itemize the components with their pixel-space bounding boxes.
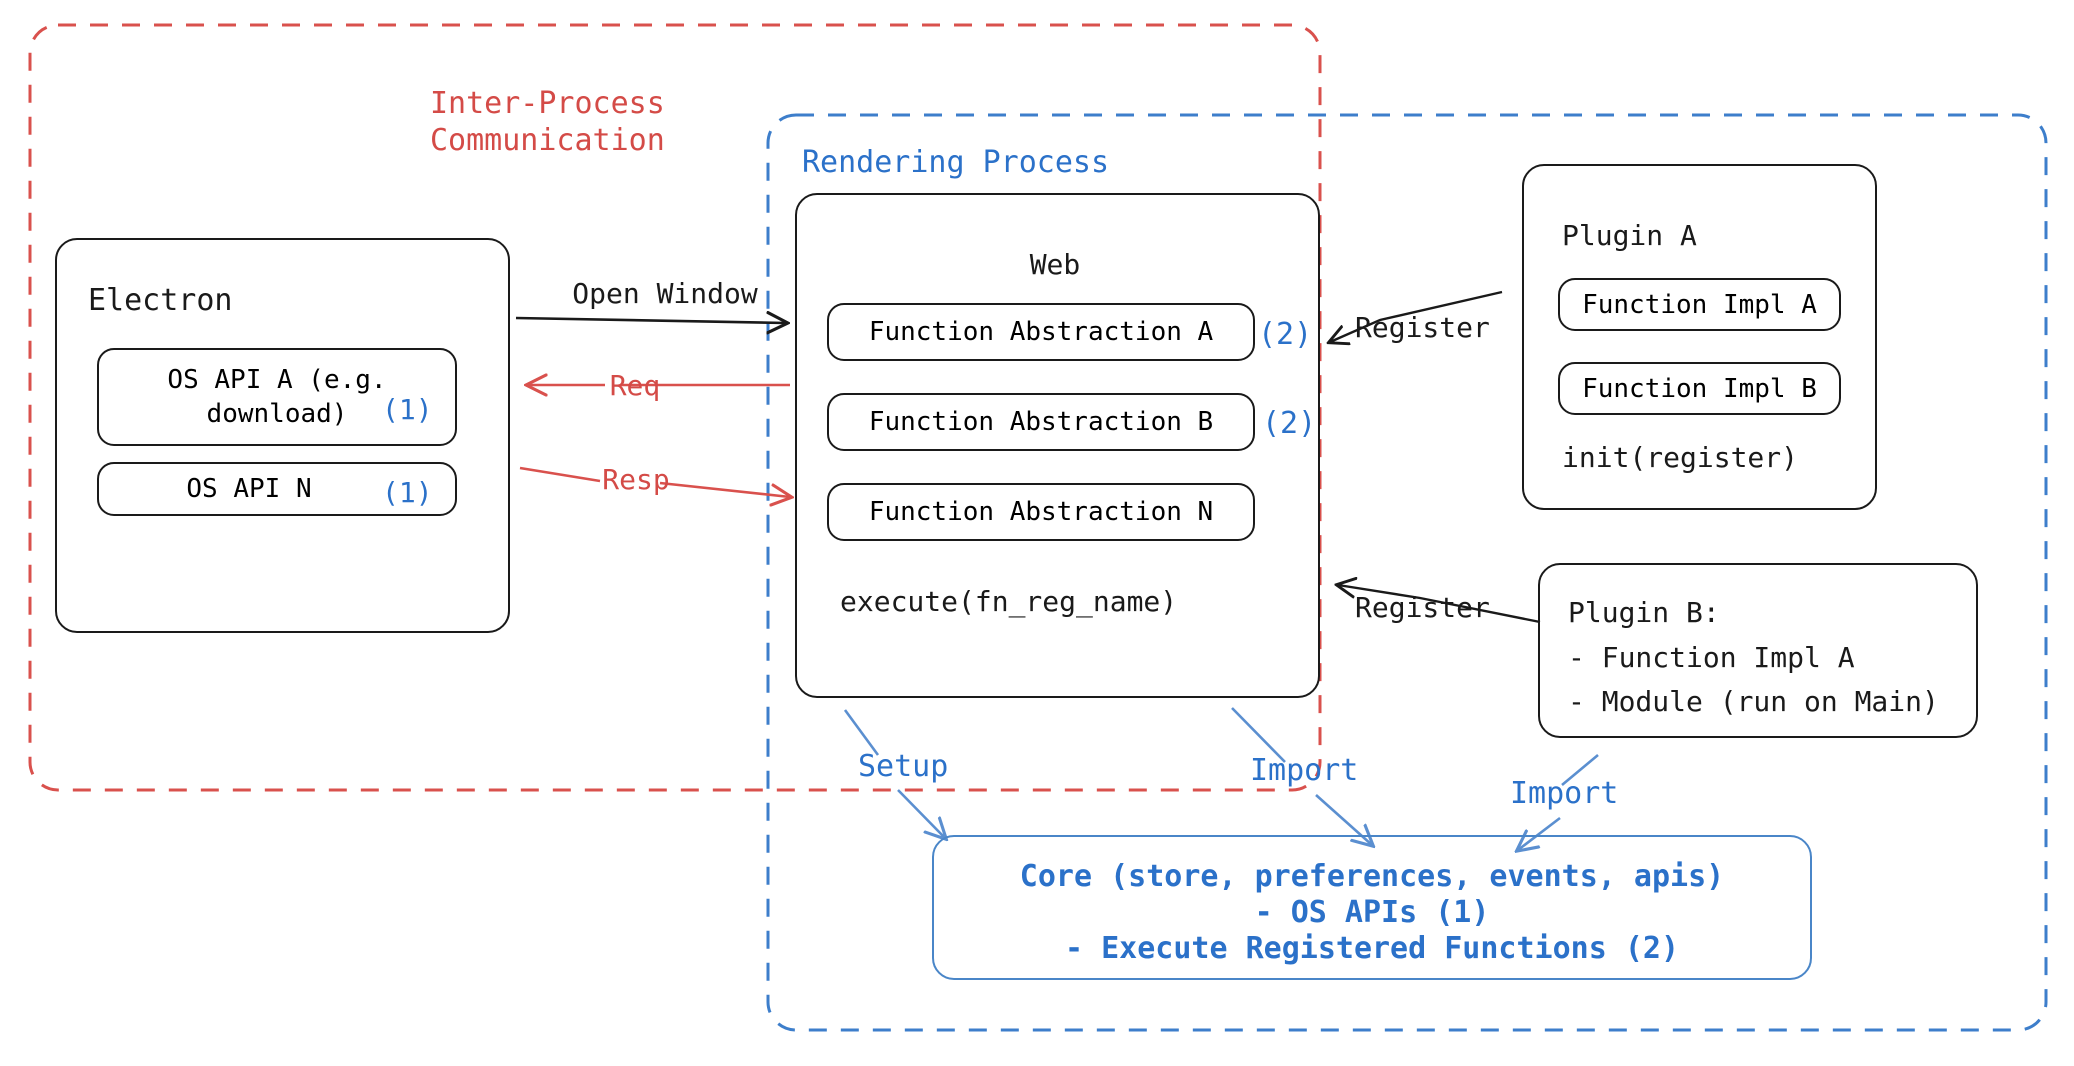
- function-abstraction-n-label: Function Abstraction N: [868, 497, 1214, 527]
- edge-label-import-web: Import: [1250, 753, 1359, 788]
- function-abstraction-a-marker: (2): [1258, 317, 1313, 352]
- core-line-3: - Execute Registered Functions (2): [1064, 931, 1680, 966]
- edge-label-setup: Setup: [858, 749, 949, 784]
- function-abstraction-n-box: Function Abstraction N: [827, 483, 1255, 541]
- plugin-a-init-label: init(register): [1562, 441, 1799, 474]
- plugin-a-impl-b-label: Function Impl B: [1582, 373, 1817, 404]
- plugin-a-impl-a-box: Function Impl A: [1558, 278, 1841, 331]
- edge-label-resp: Resp: [602, 463, 670, 496]
- renderer-region-label: Rendering Process: [802, 145, 1110, 180]
- os-api-a-label: OS API A (e.g. download): [167, 364, 387, 429]
- plugin-a-impl-a-label: Function Impl A: [1582, 289, 1817, 320]
- os-api-n-marker: (1): [382, 476, 433, 509]
- edge-open-window: [515, 318, 786, 323]
- core-box: [932, 835, 1812, 980]
- function-abstraction-a-box: Function Abstraction A: [827, 303, 1255, 361]
- core-line-2: - OS APIs (1): [1254, 895, 1490, 930]
- os-api-a-marker: (1): [382, 393, 433, 426]
- ipc-region-label-line1: Inter-Process: [430, 86, 665, 121]
- function-abstraction-b-marker: (2): [1262, 406, 1317, 441]
- plugin-a-box: [1522, 164, 1877, 510]
- plugin-b-item-0: - Function Impl A: [1568, 641, 1855, 674]
- core-line-1: Core (store, preferences, events, apis): [1019, 859, 1725, 894]
- ipc-region-label-line2: Communication: [430, 123, 665, 158]
- function-abstraction-a-label: Function Abstraction A: [868, 317, 1214, 347]
- edge-label-req: Req: [609, 369, 661, 402]
- edge-label-import-plugin-b: Import: [1510, 776, 1619, 811]
- edge-label-register-plugin-a: Register: [1355, 311, 1490, 344]
- plugin-a-title: Plugin A: [1562, 219, 1697, 252]
- plugin-b-box: [1538, 563, 1978, 738]
- plugin-b-title: Plugin B:: [1568, 596, 1720, 629]
- web-box: [795, 193, 1320, 698]
- web-execute-label: execute(fn_reg_name): [840, 585, 1178, 618]
- electron-box: [55, 238, 510, 633]
- function-abstraction-b-box: Function Abstraction B: [827, 393, 1255, 451]
- web-title: Web: [1029, 248, 1081, 281]
- edge-label-open-window: Open Window: [572, 277, 758, 310]
- electron-title: Electron: [88, 283, 233, 318]
- function-abstraction-b-label: Function Abstraction B: [868, 407, 1214, 437]
- plugin-a-impl-b-box: Function Impl B: [1558, 362, 1841, 415]
- os-api-a-box: OS API A (e.g. download): [97, 348, 457, 446]
- edge-label-register-plugin-b: Register: [1355, 591, 1490, 624]
- os-api-n-label: OS API N: [186, 474, 312, 504]
- plugin-b-item-1: - Module (run on Main): [1568, 685, 1939, 718]
- os-api-n-box: OS API N: [97, 462, 457, 516]
